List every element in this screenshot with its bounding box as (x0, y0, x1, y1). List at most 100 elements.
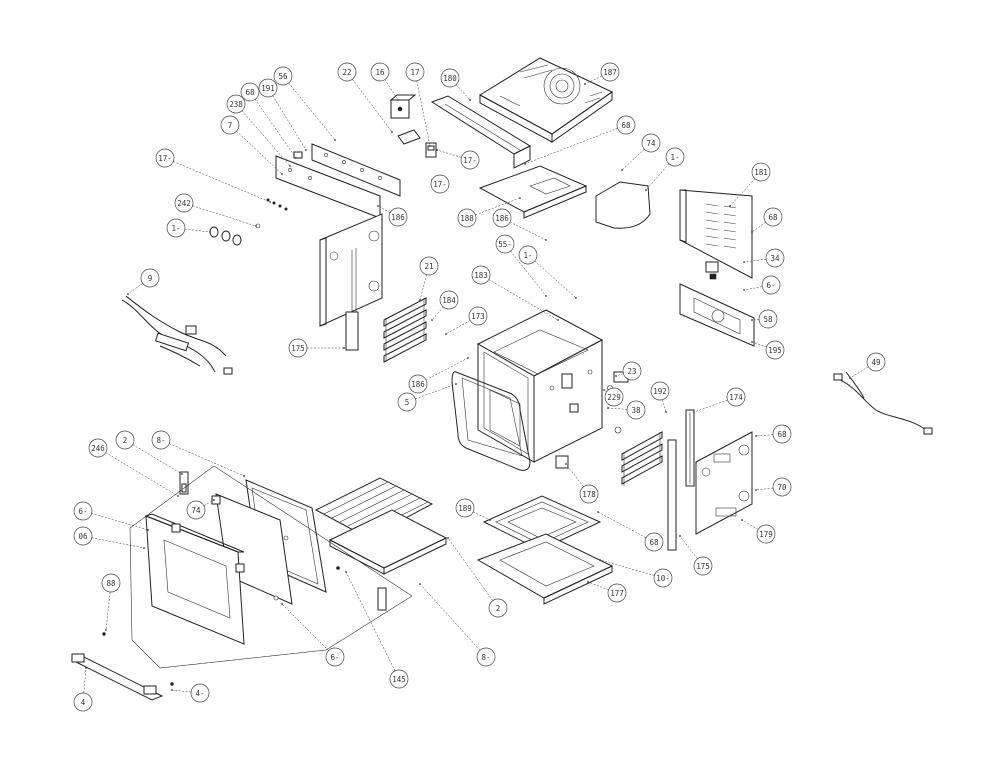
top-tray-part (478, 165, 588, 219)
callout-bubble: 4- (190, 683, 210, 703)
callout-leader-tip (445, 333, 447, 335)
callout-leader-tip (436, 149, 438, 151)
callout-leader-line (755, 434, 774, 437)
callout-bubble: 186 (492, 208, 512, 228)
callout-label: 183 (474, 271, 488, 280)
callout-label: 68 (768, 213, 778, 222)
callout-circle (288, 338, 308, 358)
callout-bubble: 238 (226, 94, 246, 114)
callout-leader-line (419, 274, 427, 301)
callout-label: 181 (754, 168, 768, 177)
screws-left-part (266, 198, 288, 211)
callout-label: 192 (653, 387, 667, 396)
callout-label: 56 (278, 72, 288, 81)
callout-leader-tip (729, 205, 731, 207)
callout-circle (653, 568, 673, 588)
callout-label: 21 (424, 262, 433, 271)
callout-label: 2 (123, 436, 128, 445)
callout-leader-line (524, 128, 618, 165)
callout-circle (337, 62, 357, 82)
callout-label: 38 (631, 406, 641, 415)
callout-circle (166, 218, 186, 238)
callout-leader-line (743, 258, 767, 263)
callout-bubble: 177 (607, 583, 627, 603)
callout-circle (600, 62, 620, 82)
callout-leader-line (534, 260, 577, 299)
callout-circle (240, 82, 260, 102)
callout-circle (430, 174, 450, 194)
callout-circle (389, 669, 409, 689)
callout-circle (471, 265, 491, 285)
callout-leader-line (447, 537, 493, 601)
callout-bubble: 7 (220, 115, 240, 135)
callout-label: 175 (696, 562, 710, 571)
callout-circle (186, 500, 206, 520)
callout-leader-tip (345, 571, 347, 573)
callout-leader-line (425, 357, 469, 381)
callout-leader-line (587, 581, 609, 591)
callout-bubble: 1- (518, 245, 538, 265)
callout-label: 191 (261, 84, 275, 93)
callout-circle (220, 115, 240, 135)
callout-leader-line (751, 222, 766, 233)
callout-circle (616, 115, 636, 135)
callout-label: 177 (610, 589, 624, 598)
door-handle-part (70, 632, 174, 701)
callout-leader-tip (419, 583, 421, 585)
callout-leader-tip (177, 495, 179, 497)
callout-leader-line (169, 443, 245, 477)
bottom-element-part (482, 495, 602, 551)
callout-circle (488, 598, 508, 618)
callout-bubble: 181 (751, 162, 771, 182)
callout-label: 49 (871, 358, 880, 367)
bottom-plate-part (476, 533, 614, 605)
callout-bubble: 145 (389, 669, 409, 689)
callout-label: 186 (411, 380, 425, 389)
callout-leader-line (475, 197, 521, 216)
callout-leader-tip (343, 347, 345, 349)
callout-circle (761, 275, 781, 295)
callout-bubble: 23 (622, 361, 642, 381)
callout-bubble: 8- (476, 647, 496, 667)
callout-label: 186 (391, 213, 405, 222)
callout-label: 6- (78, 507, 87, 516)
callout-leader-tip (419, 299, 421, 301)
callout-circle (607, 583, 627, 603)
callout-bubble: 178 (579, 484, 599, 504)
switch-box-part (389, 94, 417, 119)
callout-leader-tip (621, 169, 623, 171)
callout-circle (325, 647, 345, 667)
callout-leader-line (607, 407, 628, 410)
callout-leader-line (345, 571, 396, 672)
callout-leader-tip (584, 83, 586, 85)
hinges-part (171, 471, 387, 611)
callout-label: 175 (291, 344, 305, 353)
callout-leader-tip (281, 173, 283, 175)
door-assembly-outline (129, 465, 413, 669)
callout-leader-tip (743, 289, 745, 291)
callout-leader-line (662, 399, 667, 413)
callout-leader-tip (597, 511, 599, 513)
callout-circle (419, 256, 439, 276)
callout-leader-tip (545, 239, 547, 241)
callout-leader-line (473, 511, 491, 521)
callout-leader-line (729, 178, 756, 207)
door-gasket-part (451, 371, 531, 471)
callout-leader-line (415, 383, 457, 400)
callout-circle (273, 66, 293, 86)
callout-circle (258, 78, 278, 98)
callout-leader-tip (751, 341, 753, 343)
callout-bubble: 189 (455, 498, 475, 518)
callout-leader-tip (397, 99, 399, 101)
callout-bubble: 174 (726, 387, 746, 407)
callout-leader-line (597, 511, 647, 538)
callout-bubble: 191 (258, 78, 278, 98)
callout-circle (226, 94, 246, 114)
callout-leader-tip (755, 435, 757, 437)
callout-circle (579, 484, 599, 504)
callout-circle (73, 692, 93, 712)
callout-leader-tip (849, 377, 851, 379)
callout-leader-tip (751, 319, 753, 321)
callout-leader-tip (599, 559, 601, 561)
callout-label: 55- (498, 240, 512, 249)
